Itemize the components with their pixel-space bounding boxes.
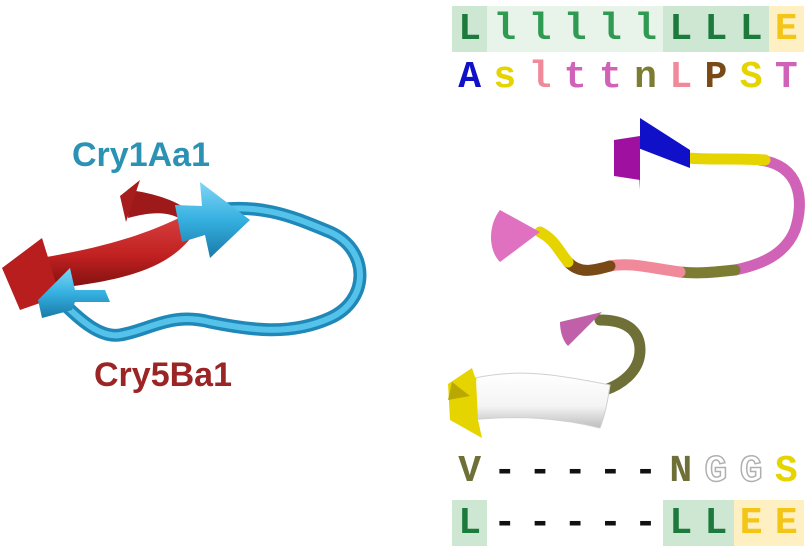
residue-letter: L: [733, 6, 769, 52]
alignment-gap: -: [493, 501, 517, 545]
residue-letter: s: [493, 55, 517, 99]
protein-label-cry1aa1: Cry1Aa1: [72, 136, 210, 174]
alignment-gap: -: [528, 449, 552, 493]
alignment-gap: -: [493, 449, 517, 493]
residue-letter: l: [522, 6, 558, 52]
residue-letter: L: [663, 6, 699, 52]
residue-letter: S: [774, 449, 798, 493]
residue-letter: l: [528, 55, 552, 99]
residue-letter: G: [739, 449, 763, 494]
residue-letter: E: [768, 500, 804, 546]
alignment-gap: -: [634, 449, 657, 493]
residue-letter: l: [557, 6, 593, 52]
residue-letter: L: [698, 500, 734, 546]
cry5ba1-arrowhead: [2, 238, 60, 310]
residue-letter: n: [634, 55, 657, 99]
residue-letter: V: [458, 449, 481, 493]
alignment-gap: -: [598, 501, 622, 545]
cry1aa1-arrowhead-top: [175, 182, 250, 258]
residue-letter: L: [663, 500, 699, 546]
residue-letter: t: [598, 55, 622, 99]
residue-letter: P: [704, 55, 728, 99]
residue-letter: G: [704, 449, 728, 494]
alignment-gap: -: [563, 449, 587, 493]
upper-tube-pink: [729, 154, 805, 276]
upper-cone-blue: [638, 118, 690, 190]
right-upper-structure: [491, 118, 805, 279]
residue-letter: L: [669, 55, 693, 99]
alignment-gap: -: [598, 449, 622, 493]
lower-cone-pink: [560, 312, 602, 346]
residue-letter: S: [739, 55, 763, 99]
residue-letter: E: [733, 500, 769, 546]
left-structure: [2, 180, 367, 342]
lower-tube-olive: [594, 314, 646, 396]
residue-letter: L: [452, 500, 488, 546]
protein-label-cry5ba1: Cry5Ba1: [94, 356, 232, 394]
residue-letter: T: [774, 55, 798, 99]
residue-letter: N: [669, 449, 693, 493]
alignment-gap: -: [634, 501, 657, 545]
residue-letter: l: [592, 6, 628, 52]
cry5ba1-strand: [40, 215, 195, 290]
cry1aa1-arrowhead-bottom: [38, 268, 110, 318]
alignment-gap: -: [528, 501, 552, 545]
residue-letter: E: [768, 6, 804, 52]
upper-cone-pink: [491, 210, 540, 262]
alignment-gap: -: [563, 501, 587, 545]
residue-letter: L: [698, 6, 734, 52]
residue-letter: l: [627, 6, 664, 52]
lower-white-body: [469, 372, 611, 429]
residue-letter: t: [563, 55, 587, 99]
residue-letter: A: [458, 55, 481, 99]
residue-letter: L: [452, 6, 488, 52]
residue-letter: l: [487, 6, 523, 52]
right-lower-structure: [448, 312, 646, 438]
